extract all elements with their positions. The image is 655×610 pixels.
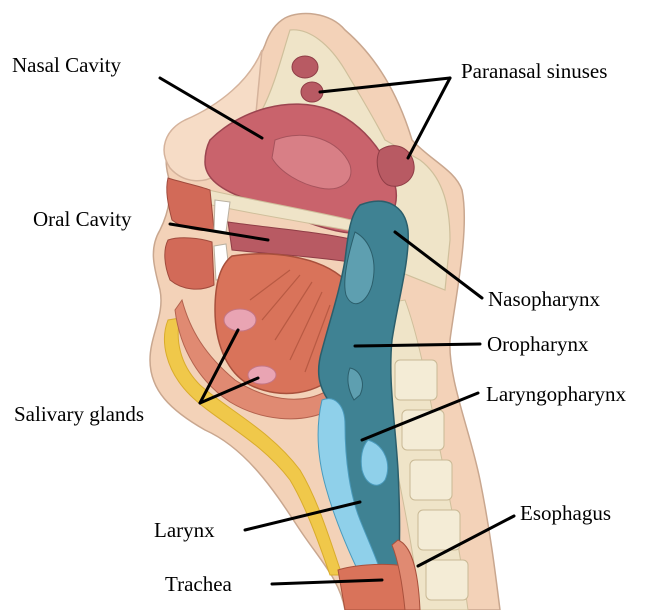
vertebra-3 <box>410 460 452 500</box>
sinus-frontal <box>292 56 318 78</box>
leader-oropharynx <box>355 344 480 346</box>
vertebra-1 <box>395 360 437 400</box>
label-trachea: Trachea <box>165 574 232 595</box>
lower-lip <box>165 238 214 289</box>
label-nasal-cavity: Nasal Cavity <box>12 55 121 76</box>
vertebra-4 <box>418 510 460 550</box>
vertebra-5 <box>426 560 468 600</box>
label-laryngopharynx: Laryngopharynx <box>486 384 626 405</box>
label-salivary-glands: Salivary glands <box>14 404 144 425</box>
label-esophagus: Esophagus <box>520 503 611 524</box>
sinus-sphenoid <box>377 146 414 187</box>
label-oropharynx: Oropharynx <box>487 334 588 355</box>
label-paranasal-sinuses: Paranasal sinuses <box>461 61 607 82</box>
label-oral-cavity: Oral Cavity <box>33 209 132 230</box>
label-larynx: Larynx <box>154 520 215 541</box>
label-nasopharynx: Nasopharynx <box>488 289 600 310</box>
leader-sinus-sphenoid <box>408 78 450 158</box>
salivary-gland-sublingual <box>224 309 256 331</box>
